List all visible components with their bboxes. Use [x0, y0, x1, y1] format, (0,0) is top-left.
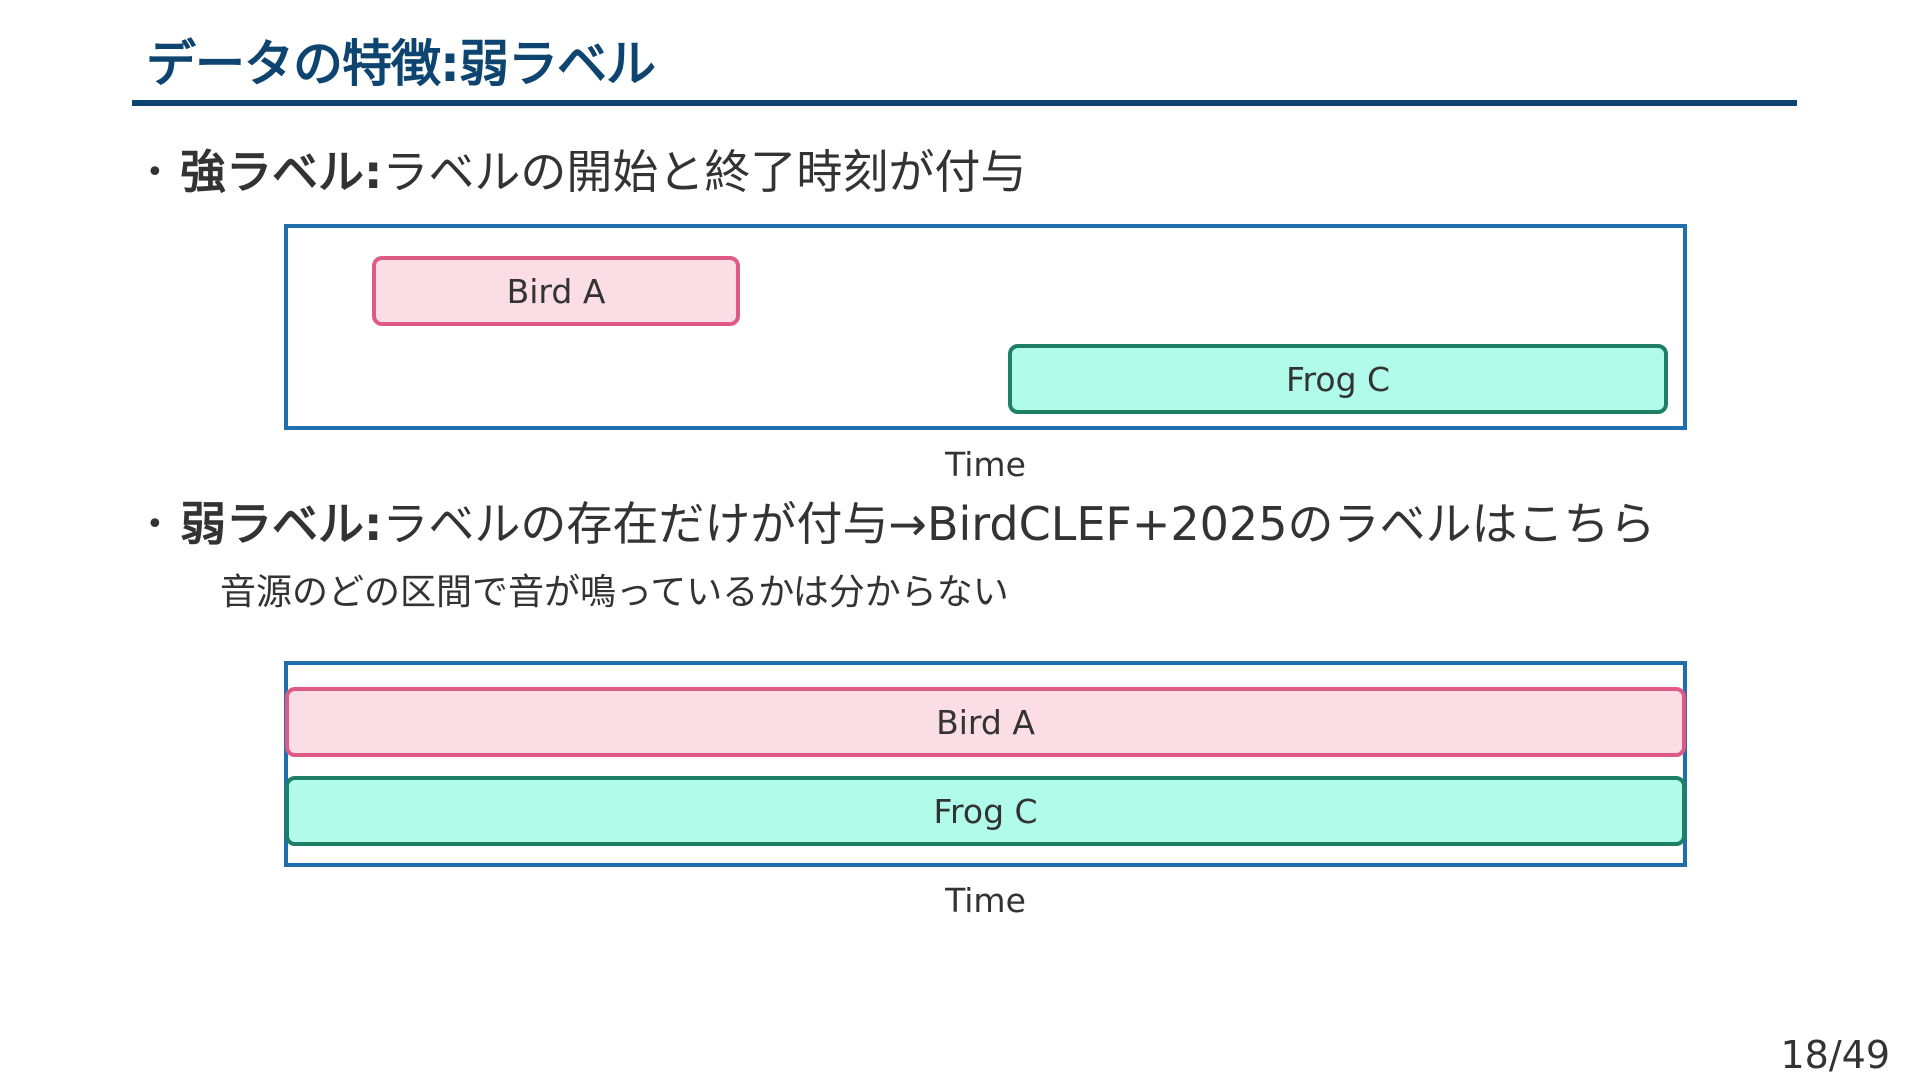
weak-label-description: ラベルの存在だけが付与→BirdCLEF+2025のラベルはこちら — [382, 497, 1656, 551]
strong-label-description: ラベルの開始と終了時刻が付与 — [382, 145, 1027, 199]
strong-time-axis-label: Time — [945, 445, 1026, 484]
slide-title: データの特徴:弱ラベル — [146, 35, 656, 93]
title-underline — [132, 100, 1797, 106]
strong-label-timeline — [284, 224, 1687, 430]
weak-bird-a-segment: Bird A — [285, 687, 1686, 757]
weak-frog-c-segment: Frog C — [285, 776, 1686, 846]
weak-label-subtext: 音源のどの区間で音が鳴っているかは分からない — [220, 572, 1009, 613]
bullet-strong-label: • 強ラベル:ラベルの開始と終了時刻が付与 — [146, 140, 1026, 205]
weak-label-term: 弱ラベル: — [180, 497, 383, 551]
bullet-marker: • — [146, 155, 164, 190]
strong-bird-a-segment: Bird A — [372, 256, 740, 326]
weak-label-timeline — [284, 661, 1687, 867]
strong-frog-c-segment: Frog C — [1008, 344, 1668, 414]
bullet-marker: • — [146, 507, 164, 542]
bullet-weak-label: • 弱ラベル:ラベルの存在だけが付与→BirdCLEF+2025のラベルはこちら — [146, 492, 1655, 557]
segment-label: Bird A — [506, 271, 606, 311]
weak-time-axis-label: Time — [945, 881, 1026, 920]
strong-label-term: 強ラベル: — [180, 145, 383, 199]
segment-label: Frog C — [933, 791, 1038, 831]
page-number: 18/49 — [1780, 1033, 1890, 1077]
segment-label: Bird A — [936, 702, 1035, 742]
segment-label: Frog C — [1285, 359, 1391, 399]
